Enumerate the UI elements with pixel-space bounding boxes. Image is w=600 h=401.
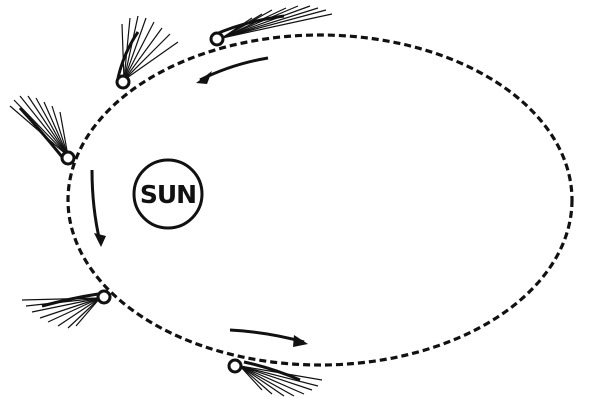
- comet-top-head: [209, 31, 225, 47]
- top-arrow: [196, 56, 269, 84]
- comet-lower-left: [21, 289, 112, 329]
- bottom-arrow: [229, 328, 308, 347]
- orbit-path: [66, 33, 574, 367]
- sun-circle: [132, 158, 204, 230]
- comet-left-head: [60, 150, 76, 166]
- comet-upper-left: [115, 15, 179, 90]
- comet-top: [209, 5, 333, 47]
- comet-left: [9, 95, 76, 166]
- left-arrow: [90, 169, 106, 247]
- sun: SUN: [132, 158, 204, 230]
- comet-bottom: [227, 358, 323, 397]
- comet-lower-left-head: [96, 289, 112, 305]
- comet-upper-left-head: [115, 74, 131, 90]
- comet-bottom-head: [227, 358, 243, 374]
- sun-label: SUN: [140, 180, 196, 209]
